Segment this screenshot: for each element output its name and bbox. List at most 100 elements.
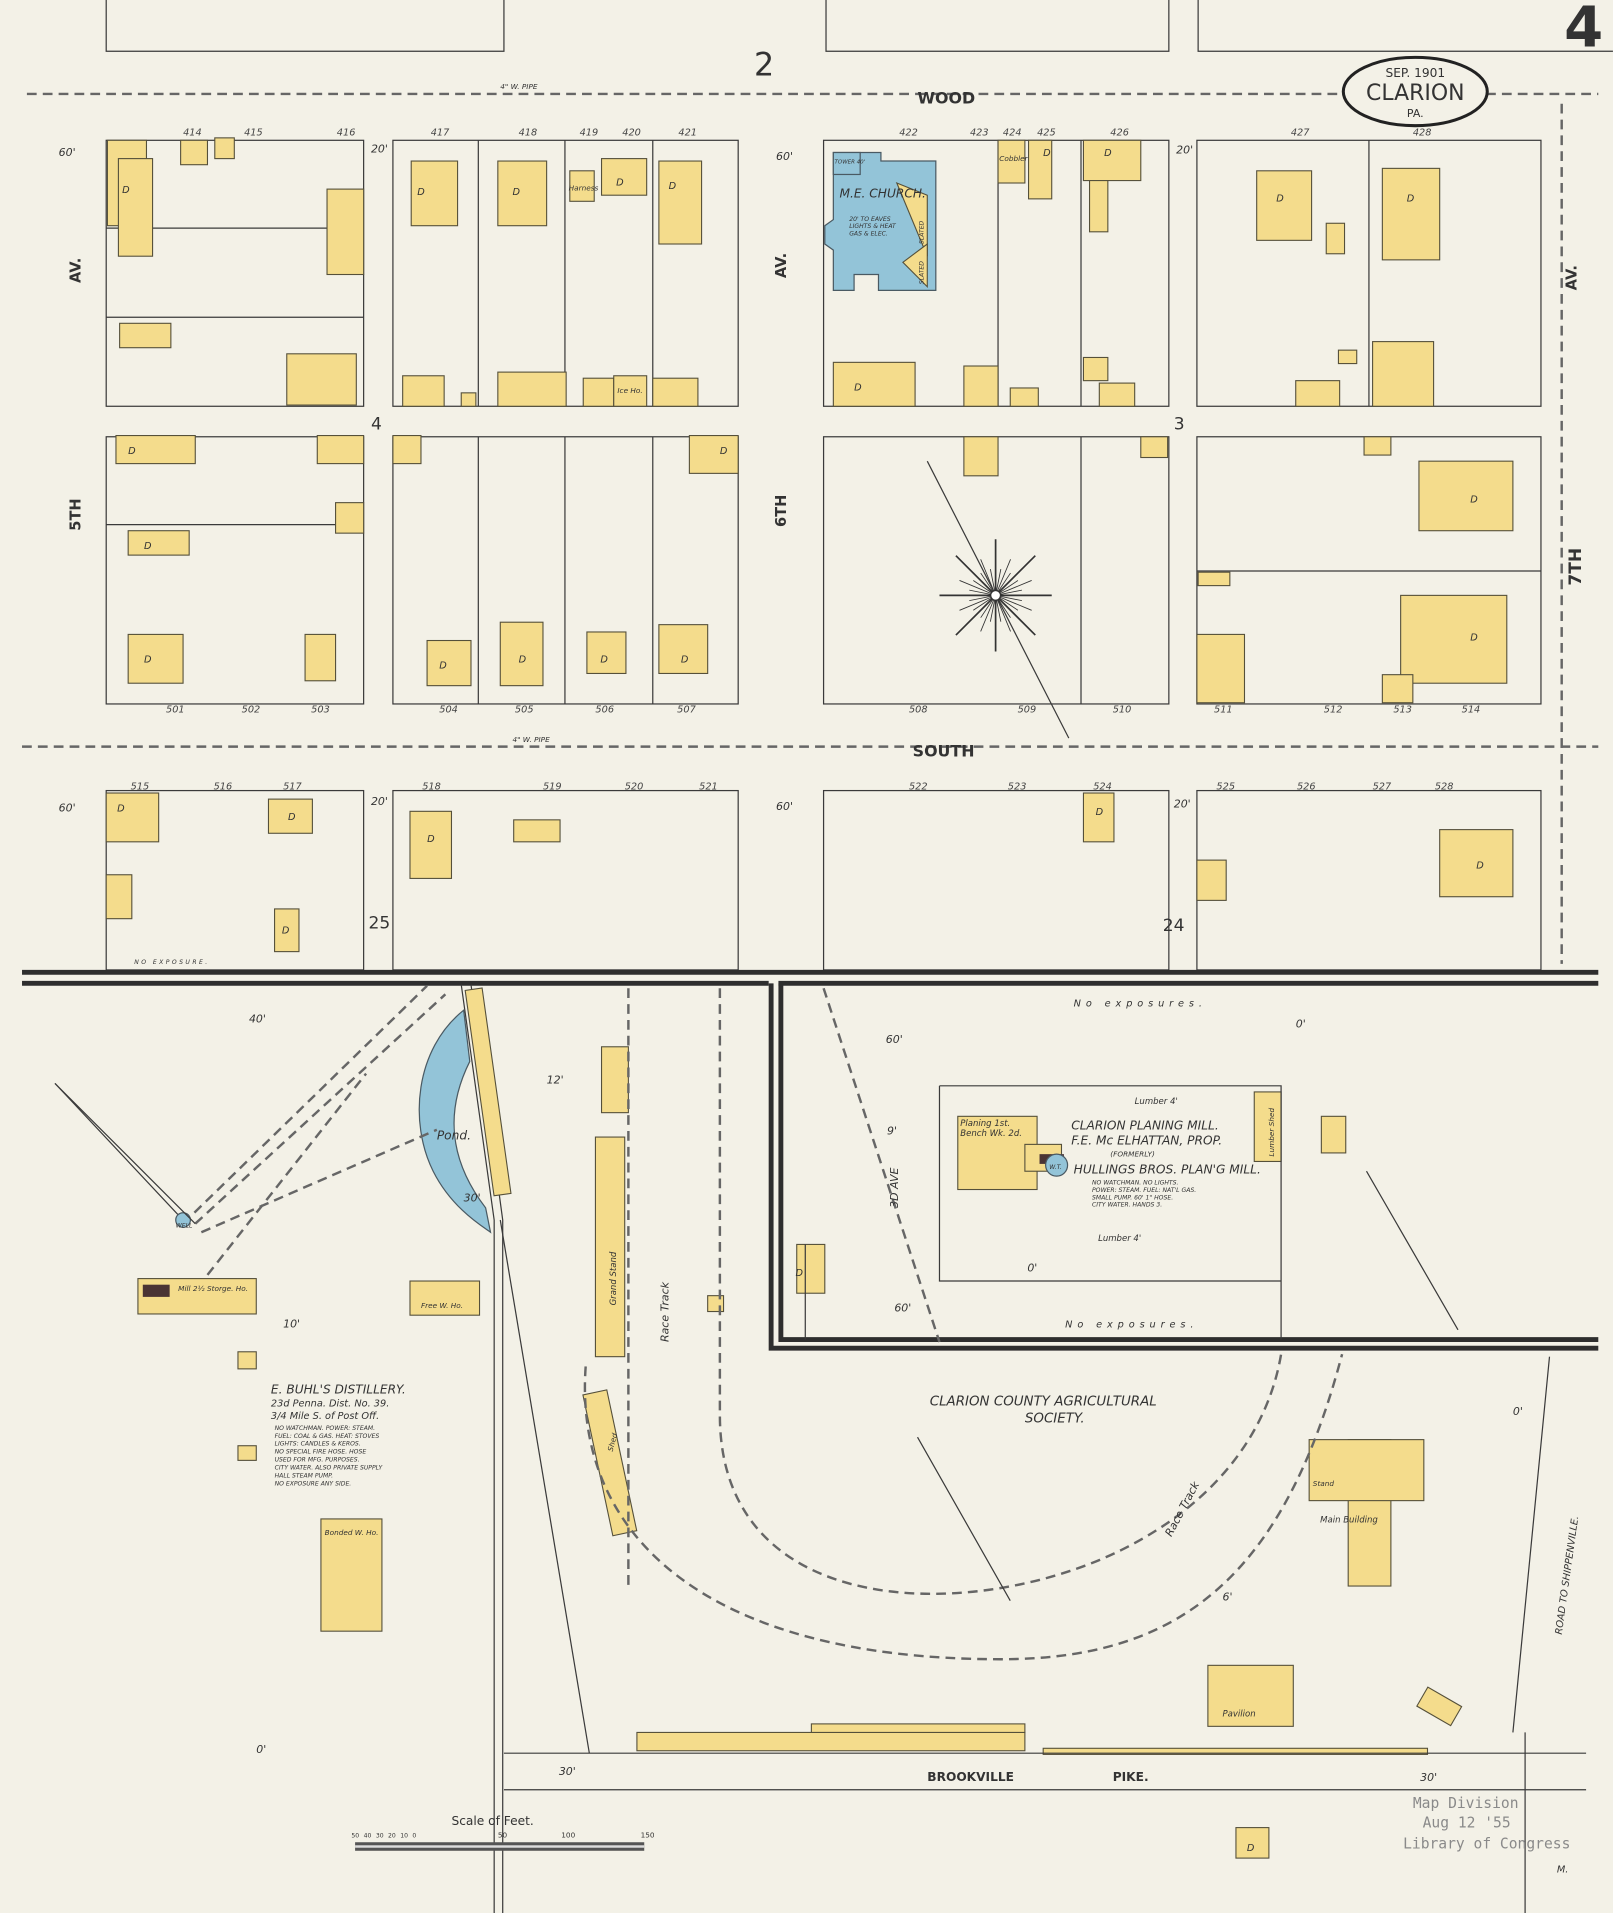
- building[interactable]: [1082, 792, 1115, 843]
- me-church[interactable]: M.E. CHURCH. 20' TO EAVES LIGHTS & HEAT …: [824, 151, 937, 291]
- building[interactable]: [688, 435, 739, 474]
- dimension-label: 60': [776, 800, 793, 813]
- building[interactable]: [214, 137, 235, 160]
- building[interactable]: [1337, 349, 1358, 365]
- building[interactable]: [119, 322, 172, 349]
- building[interactable]: [1207, 1664, 1294, 1727]
- building[interactable]: [105, 874, 133, 920]
- lot-number: 520: [625, 781, 644, 792]
- building[interactable]: [316, 435, 365, 465]
- lot-number: 523: [1008, 781, 1027, 792]
- building[interactable]: [997, 139, 1026, 184]
- building[interactable]: [832, 361, 916, 407]
- building[interactable]: [127, 530, 190, 556]
- building[interactable]: [1439, 829, 1514, 898]
- building[interactable]: [409, 810, 453, 879]
- lot-number: 428: [1413, 127, 1432, 138]
- building[interactable]: [409, 1280, 481, 1316]
- building[interactable]: [335, 502, 365, 534]
- building[interactable]: [1196, 859, 1227, 901]
- building[interactable]: [1325, 222, 1346, 255]
- building[interactable]: [652, 377, 699, 407]
- building[interactable]: [1381, 167, 1441, 261]
- building[interactable]: [1400, 594, 1508, 684]
- building[interactable]: [1253, 1091, 1282, 1163]
- dimension-label: 0': [1296, 1017, 1306, 1030]
- building[interactable]: [1372, 341, 1435, 407]
- building[interactable]: [1140, 436, 1169, 459]
- building[interactable]: [513, 819, 561, 843]
- building[interactable]: [267, 798, 313, 834]
- dimension-label: 20': [371, 795, 388, 808]
- distillery-note: CITY WATER. ALSO PRIVATE SUPPLY: [275, 1465, 384, 1472]
- building[interactable]: [1416, 1686, 1463, 1727]
- building[interactable]: [286, 353, 357, 406]
- building[interactable]: [600, 158, 648, 196]
- building[interactable]: [1256, 170, 1313, 241]
- building[interactable]: [1082, 139, 1142, 182]
- building[interactable]: [180, 139, 209, 166]
- building[interactable]: [274, 908, 300, 953]
- building[interactable]: [117, 158, 154, 257]
- dwelling-label: D: [282, 925, 290, 936]
- building[interactable]: [796, 1243, 826, 1294]
- mill-label: Mill 2½ Storge. Ho.: [178, 1284, 248, 1293]
- building[interactable]: [1042, 1747, 1429, 1755]
- building[interactable]: [658, 624, 709, 675]
- dimension-label: 40': [249, 1012, 266, 1025]
- building[interactable]: [1320, 1115, 1347, 1154]
- building[interactable]: [658, 160, 703, 245]
- building[interactable]: [707, 1295, 725, 1313]
- society-label: CLARION COUNTY AGRICULTURAL: [930, 1394, 1157, 1409]
- building[interactable]: [1363, 436, 1392, 456]
- building[interactable]: [569, 170, 595, 202]
- building[interactable]: [237, 1445, 257, 1461]
- building[interactable]: [586, 631, 627, 675]
- building[interactable]: [1196, 633, 1246, 704]
- building[interactable]: [1235, 1827, 1270, 1859]
- planing-mill[interactable]: CLARION PLANING MILL. F.E. Mc ELHATTAN, …: [960, 1097, 1276, 1244]
- building[interactable]: [499, 621, 544, 687]
- building[interactable]: [127, 633, 184, 684]
- building[interactable]: [237, 1351, 257, 1370]
- building[interactable]: [1418, 460, 1514, 532]
- dwelling-label: D: [144, 654, 152, 665]
- building[interactable]: [1197, 571, 1231, 587]
- building[interactable]: [304, 633, 337, 682]
- av-label: AV.: [773, 253, 790, 278]
- building[interactable]: [1381, 674, 1414, 704]
- building[interactable]: [1308, 1439, 1425, 1502]
- building[interactable]: [613, 375, 648, 407]
- building[interactable]: [963, 436, 999, 477]
- building[interactable]: [1009, 387, 1039, 407]
- building[interactable]: [320, 1518, 383, 1632]
- no-exposure-label: NO EXPOSURE.: [134, 959, 209, 966]
- dwelling-label: D: [796, 1268, 804, 1279]
- building[interactable]: [392, 435, 422, 465]
- building[interactable]: [497, 160, 548, 227]
- building[interactable]: [1082, 356, 1109, 382]
- building[interactable]: [636, 1731, 1026, 1752]
- building[interactable]: [1088, 180, 1109, 233]
- building[interactable]: [497, 371, 567, 407]
- building[interactable]: [115, 435, 196, 465]
- building[interactable]: [410, 160, 459, 227]
- building[interactable]: [326, 188, 365, 276]
- building[interactable]: [1295, 380, 1341, 407]
- building[interactable]: [582, 377, 615, 407]
- building[interactable]: [1098, 382, 1136, 407]
- building[interactable]: [460, 392, 477, 407]
- building[interactable]: [1027, 139, 1053, 200]
- building[interactable]: [957, 1115, 1038, 1191]
- distillery[interactable]: E. BUHL'S DISTILLERY. 23d Penna. Dist. N…: [176, 1222, 463, 1536]
- dwelling-label: D: [288, 812, 296, 823]
- building[interactable]: [426, 639, 472, 687]
- building[interactable]: [810, 1723, 1026, 1733]
- lot-number: 427: [1291, 127, 1310, 138]
- building[interactable]: [963, 365, 999, 407]
- building[interactable]: [105, 792, 160, 843]
- cartouche-town: CLARION: [1366, 81, 1465, 106]
- building[interactable]: [402, 375, 445, 407]
- building[interactable]: [600, 1046, 629, 1114]
- building[interactable]: [594, 1136, 626, 1358]
